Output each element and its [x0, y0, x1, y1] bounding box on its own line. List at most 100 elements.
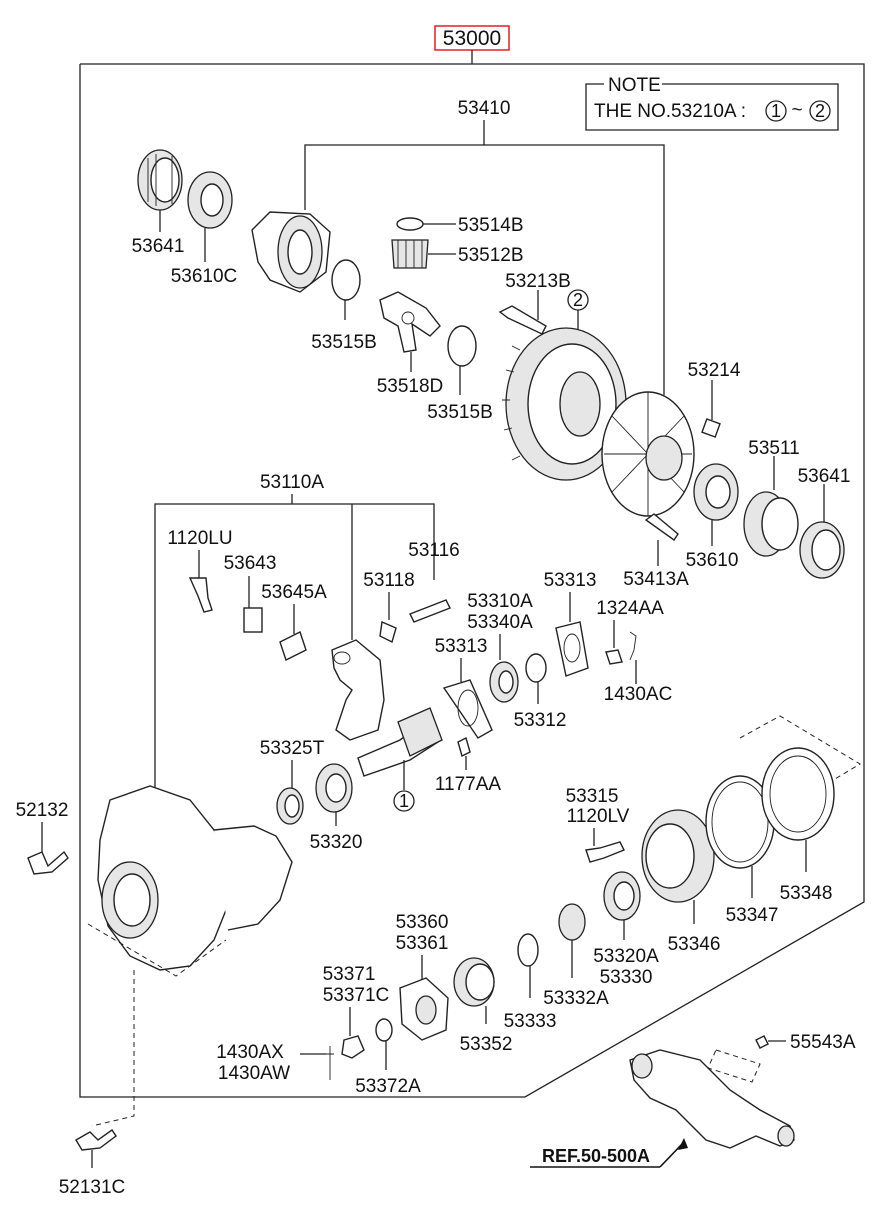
label-53410[interactable]: 53410	[458, 98, 511, 119]
part-53110A-cap[interactable]	[331, 639, 385, 741]
part-52131C[interactable]	[75, 1129, 117, 1151]
part-1430AC[interactable]	[629, 631, 637, 661]
label-53371[interactable]: 53371	[323, 964, 376, 985]
label-53310A[interactable]: 53310A	[467, 591, 533, 612]
part-53511[interactable]	[743, 491, 799, 557]
label-53313-mid[interactable]: 53313	[435, 636, 488, 657]
part-53514B[interactable]	[396, 217, 424, 231]
part-53360-flange[interactable]	[399, 977, 449, 1041]
part-1324AA[interactable]	[605, 649, 623, 665]
part-1120LU[interactable]	[188, 577, 213, 613]
label-53372A[interactable]: 53372A	[355, 1076, 421, 1097]
part-53346[interactable]	[641, 809, 715, 903]
label-53118[interactable]: 53118	[363, 570, 414, 591]
label-53333[interactable]: 53333	[504, 1011, 557, 1032]
label-53515B-left[interactable]: 53515B	[311, 332, 377, 353]
part-53413A[interactable]	[644, 513, 679, 541]
part-53333[interactable]	[517, 933, 539, 967]
reference-label[interactable]: REF.50-500A	[542, 1146, 650, 1166]
part-53312[interactable]	[525, 653, 547, 683]
label-53610C[interactable]: 53610C	[171, 266, 238, 287]
part-53371[interactable]	[341, 1035, 365, 1059]
part-53118[interactable]	[379, 620, 397, 644]
part-53213B[interactable]	[498, 305, 547, 335]
label-53360[interactable]: 53360	[396, 912, 449, 933]
part-53515B-right[interactable]	[447, 325, 477, 367]
label-1120LU[interactable]: 1120LU	[167, 528, 232, 549]
label-53352[interactable]: 53352	[460, 1034, 513, 1055]
label-1324AA[interactable]: 1324AA	[596, 598, 664, 619]
part-drive-pinion[interactable]	[357, 707, 443, 777]
part-53515B-left[interactable]	[331, 259, 361, 301]
label-1120LV[interactable]: 1120LV	[567, 806, 630, 827]
label-53213B[interactable]: 53213B	[505, 271, 571, 292]
label-1430AX[interactable]: 1430AX	[216, 1042, 284, 1063]
label-1177AA[interactable]: 1177AA	[435, 774, 502, 795]
label-53361[interactable]: 53361	[396, 933, 449, 954]
label-53346[interactable]: 53346	[668, 934, 721, 955]
label-52132[interactable]: 52132	[16, 800, 69, 821]
part-axle-housing-ref[interactable]	[629, 1049, 795, 1149]
label-53518D[interactable]: 53518D	[377, 376, 444, 397]
part-1177AA[interactable]	[457, 736, 471, 758]
part-53645A[interactable]	[279, 631, 307, 661]
label-53340A[interactable]: 53340A	[467, 612, 533, 633]
label-53515B-right[interactable]: 53515B	[427, 402, 493, 423]
part-1430AX[interactable]	[326, 1046, 334, 1080]
label-52131C[interactable]: 52131C	[59, 1177, 126, 1198]
label-53320A[interactable]: 53320A	[593, 946, 659, 967]
part-53320A[interactable]	[603, 871, 641, 921]
label-53511[interactable]: 53511	[748, 438, 799, 459]
part-53214[interactable]	[701, 418, 721, 438]
part-ring-gear[interactable]	[502, 327, 627, 481]
part-53325T[interactable]	[276, 787, 304, 825]
part-53610[interactable]	[693, 463, 739, 521]
part-53313-mid[interactable]	[442, 679, 493, 739]
part-53352[interactable]	[453, 957, 495, 1007]
callout-2[interactable]: 2	[573, 290, 583, 310]
part-53332A[interactable]	[558, 903, 586, 941]
part-carrier-housing[interactable]	[97, 785, 293, 971]
label-53116[interactable]: 53116	[408, 540, 459, 561]
callout-1[interactable]: 1	[399, 791, 409, 811]
part-53641-top[interactable]	[137, 149, 183, 211]
label-53313-top[interactable]: 53313	[544, 570, 597, 591]
label-1430AW[interactable]: 1430AW	[218, 1063, 290, 1084]
label-53315[interactable]: 53315	[566, 786, 619, 807]
label-53332A[interactable]: 53332A	[543, 988, 609, 1009]
part-diff-case-cover[interactable]	[601, 391, 695, 517]
part-1120LV[interactable]	[585, 841, 625, 863]
label-53641-right[interactable]: 53641	[798, 466, 851, 487]
label-55543A[interactable]: 55543A	[790, 1032, 856, 1053]
label-1430AC[interactable]: 1430AC	[604, 684, 673, 705]
part-53116[interactable]	[409, 599, 451, 623]
label-53348[interactable]: 53348	[780, 883, 833, 904]
assembly-number[interactable]: 53000	[443, 27, 501, 50]
part-53313-top[interactable]	[555, 621, 589, 677]
label-53514B[interactable]: 53514B	[458, 215, 524, 236]
part-53310A[interactable]	[489, 661, 519, 703]
label-53214[interactable]: 53214	[688, 360, 741, 381]
part-53512B[interactable]	[391, 239, 429, 269]
part-53372A[interactable]	[375, 1018, 393, 1042]
label-53325T[interactable]: 53325T	[260, 738, 325, 759]
part-53610C[interactable]	[187, 171, 233, 229]
part-53320[interactable]	[315, 763, 353, 813]
label-53110A[interactable]: 53110A	[260, 472, 324, 493]
part-53643[interactable]	[243, 607, 263, 633]
label-53610[interactable]: 53610	[686, 550, 739, 571]
label-53641-top[interactable]: 53641	[132, 236, 185, 257]
label-53320[interactable]: 53320	[310, 832, 363, 853]
label-53312[interactable]: 53312	[514, 710, 567, 731]
part-52132[interactable]	[27, 850, 69, 875]
label-53330[interactable]: 53330	[600, 967, 653, 988]
label-53512B[interactable]: 53512B	[458, 245, 524, 266]
label-53347[interactable]: 53347	[726, 905, 779, 926]
part-53348[interactable]	[761, 747, 835, 841]
label-53371C[interactable]: 53371C	[323, 985, 390, 1006]
part-53518D[interactable]	[379, 291, 441, 353]
label-53643[interactable]: 53643	[224, 553, 277, 574]
part-diff-case-half[interactable]	[251, 211, 331, 293]
label-53645A[interactable]: 53645A	[261, 582, 327, 603]
part-53641-right[interactable]	[799, 521, 845, 579]
